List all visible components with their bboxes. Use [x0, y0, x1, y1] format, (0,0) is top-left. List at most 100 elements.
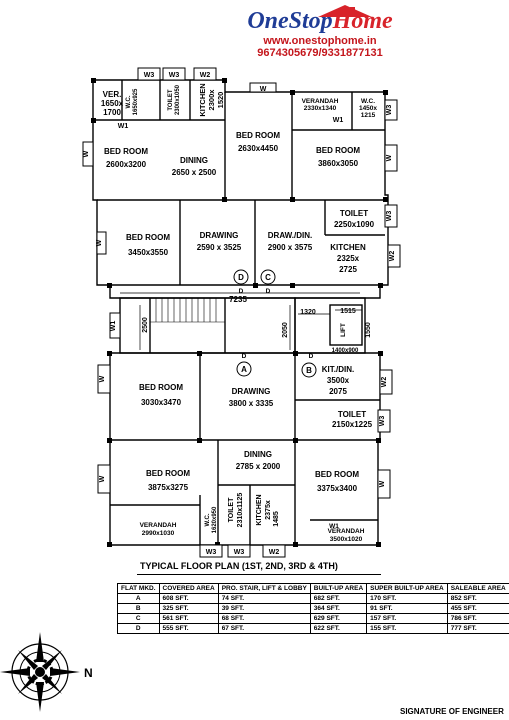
window-label-w3: W3 — [169, 72, 180, 79]
window-label-w1: W1 — [329, 523, 339, 530]
table-row: C 561 SFT. 68 SFT. 629 SFT. 157 SFT. 786… — [117, 613, 509, 624]
header-saleable: SALEABLE AREA — [446, 583, 509, 594]
area-table: FLAT MKD. COVERED AREA PRO. STAIR, LIFT … — [117, 583, 509, 634]
header-superbuiltup: SUPER BUILT-UP AREA — [366, 583, 448, 594]
door-mark: D — [239, 288, 244, 295]
window-label-w2: W2 — [381, 377, 388, 388]
window-label-w2: W2 — [269, 549, 280, 556]
cell: 91 SFT. — [366, 603, 448, 614]
header-stair: PRO. STAIR, LIFT & LOBBY — [217, 583, 311, 594]
window-label-w3: W3 — [144, 72, 155, 79]
window-label-w2: W2 — [200, 72, 211, 79]
cell: 608 SFT. — [158, 593, 219, 604]
room-label-wc-tl: W.C.1650x925 — [126, 88, 139, 115]
window-label-w3: W3 — [386, 105, 393, 116]
cell: 786 SFT. — [446, 613, 509, 624]
dimension-lines — [120, 292, 362, 350]
flat-marker-circles — [233, 269, 317, 378]
brand-header: OneStopHome www.onestophome.in 967430567… — [220, 8, 420, 59]
cell: A — [117, 593, 160, 604]
dim-2050: 2050 — [282, 322, 289, 338]
window-label-w3: W3 — [234, 549, 245, 556]
engineer-signature-label: SIGNATURE OF ENGINEER — [400, 707, 504, 716]
window-label-w3: W3 — [386, 211, 393, 222]
window-label-w: W — [96, 239, 103, 246]
cell: 39 SFT. — [217, 603, 311, 614]
window-label-w: W — [99, 475, 106, 482]
cell: C — [117, 613, 160, 624]
window-label-w1: W1 — [333, 117, 344, 124]
brand-website: www.onestophome.in — [263, 35, 377, 47]
cell: 325 SFT. — [158, 603, 219, 614]
cell: 555 SFT. — [158, 623, 219, 634]
door-mark: D — [309, 353, 314, 360]
brand-phone: 9674305679/9331877131 — [257, 47, 383, 59]
cell: 455 SFT. — [446, 603, 509, 614]
window-label-w2: W2 — [389, 251, 396, 262]
room-label-draw-din: DRAW./DIN.2900 x 3575 — [268, 231, 313, 252]
compass-rose: N — [0, 632, 93, 712]
window-label-w: W — [83, 150, 90, 157]
cell: 852 SFT. — [446, 593, 509, 604]
columns — [91, 78, 388, 547]
dim-2500: 2500 — [142, 317, 149, 333]
window-label-w3: W3 — [379, 416, 386, 427]
cell: 67 SFT. — [217, 623, 311, 634]
cell: 364 SFT. — [309, 603, 368, 614]
window-label-w1: W1 — [118, 123, 129, 130]
logo-house-icon — [318, 5, 372, 17]
window-label-w: W — [379, 480, 386, 487]
table-row: D 555 SFT. 67 SFT. 622 SFT. 155 SFT. 777… — [117, 623, 509, 634]
dim-1515: 1515 — [340, 308, 356, 315]
header-builtup: BUILT-UP AREA — [309, 583, 368, 594]
window-label-w3: W3 — [206, 549, 217, 556]
flat-marker-d: D — [238, 273, 244, 282]
flat-marker-b: B — [306, 366, 312, 375]
dim-1320: 1320 — [300, 309, 316, 316]
cell: B — [117, 603, 160, 614]
cell: 622 SFT. — [309, 623, 368, 634]
compass-north-label: N — [84, 666, 93, 680]
window-label-w: W — [260, 86, 267, 93]
cell: D — [117, 623, 160, 634]
plan-title: TYPICAL FLOOR PLAN (1ST, 2ND, 3RD & 4TH) — [140, 561, 338, 571]
flat-marker-a: A — [241, 365, 247, 374]
area-table-header-row: FLAT MKD. COVERED AREA PRO. STAIR, LIFT … — [117, 583, 509, 594]
cell: 629 SFT. — [309, 613, 368, 624]
cell: 682 SFT. — [309, 593, 368, 604]
lift-base-dim: 1400x900 — [332, 348, 359, 354]
cell: 74 SFT. — [217, 593, 311, 604]
stair-treads — [150, 298, 225, 323]
header-covered: COVERED AREA — [158, 583, 219, 594]
header-flat: FLAT MKD. — [117, 583, 160, 594]
table-row: A 608 SFT. 74 SFT. 682 SFT. 170 SFT. 852… — [117, 593, 509, 604]
window-label-w: W — [386, 154, 393, 161]
kitchen-bl-height: 1485 — [273, 511, 280, 527]
window-label-w: W — [99, 375, 106, 382]
table-row: B 325 SFT. 39 SFT. 364 SFT. 91 SFT. 455 … — [117, 603, 509, 614]
